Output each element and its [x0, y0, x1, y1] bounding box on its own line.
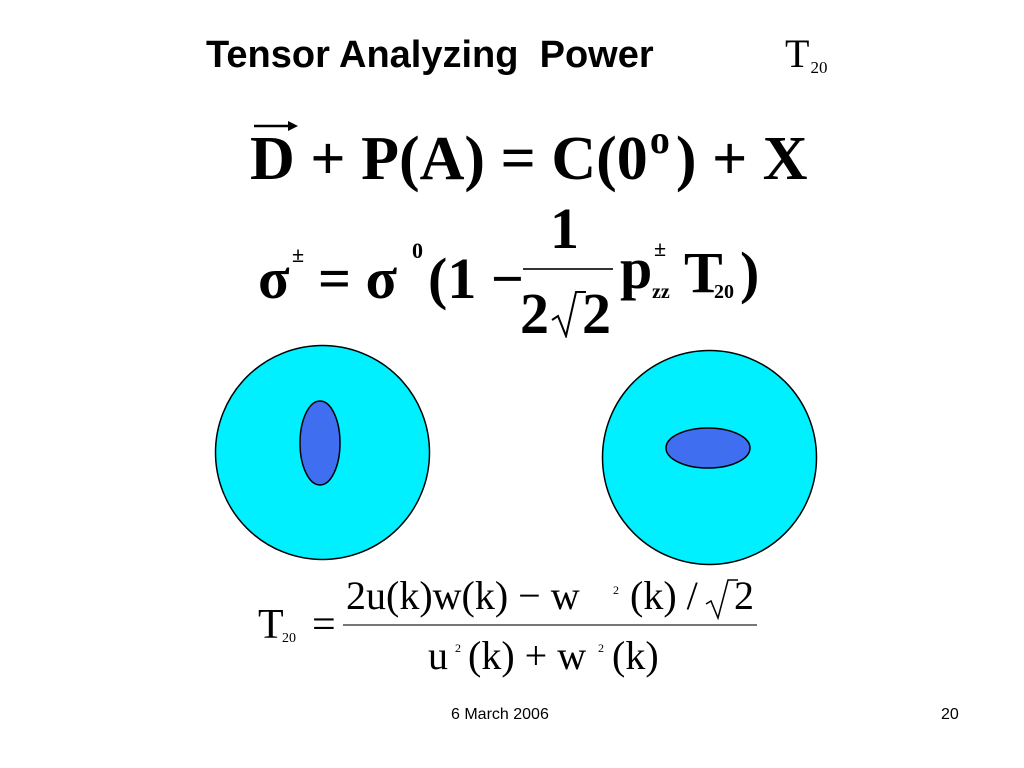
t20-den-end: (k)	[612, 633, 659, 678]
fraction-den-two: 2	[520, 281, 549, 346]
title-symbol-sub: 20	[810, 58, 828, 77]
footer-page-number: 20	[941, 706, 959, 723]
close-paren: )	[740, 240, 760, 305]
title-symbol-t20: T20	[785, 31, 828, 77]
sigma0-sup: 0	[412, 238, 423, 263]
p-symbol: p	[620, 236, 653, 301]
sphere-prolate	[214, 344, 431, 561]
sqrt-icon-formula	[705, 579, 738, 620]
t20-den-w-sup: 2	[598, 641, 604, 655]
t20-lhs: T	[258, 602, 284, 648]
p-sub: zz	[652, 281, 670, 303]
t-symbol: T	[684, 240, 723, 305]
footer-date: 6 March 2006	[451, 706, 549, 723]
fraction-bar	[523, 268, 613, 270]
prolate-ellipse	[299, 400, 341, 486]
t20-lhs-sub: 20	[282, 631, 296, 646]
reaction-equation: D + P(A) = C(0o) + X	[250, 120, 808, 193]
fraction-numerator: 1	[550, 196, 579, 261]
sigma-lhs: σ	[258, 246, 290, 311]
t20-num-part1: 2u(k)w(k) − w	[346, 573, 580, 618]
oblate-ellipse	[665, 427, 751, 469]
t20-fraction-bar	[343, 624, 757, 626]
reaction-d: D	[250, 125, 295, 193]
sigma-lhs-sup: ±	[292, 242, 305, 267]
open-paren-one-minus: (1 −	[428, 246, 524, 311]
reaction-rest: + P(A) = C(0	[310, 125, 648, 193]
sqrt-icon	[551, 291, 586, 338]
p-sup: ±	[654, 236, 667, 261]
t20-num-part2: (k) /	[630, 573, 698, 618]
reaction-degree: o	[649, 117, 670, 162]
t20-den-mid: (k) + w	[468, 633, 587, 678]
fraction-den-root: 2	[582, 281, 611, 346]
t20-num-sup: 2	[613, 583, 619, 597]
title-symbol-base: T	[785, 31, 810, 76]
t20-den-u: u	[428, 633, 448, 678]
t20-den-u-sup: 2	[455, 641, 461, 655]
reaction-tail: ) + X	[675, 125, 808, 193]
t-sub: 20	[714, 281, 734, 303]
equals-sigma: = σ	[318, 246, 398, 311]
t20-num-root: 2	[734, 573, 754, 618]
vector-arrow-icon	[254, 121, 298, 131]
t20-equals: =	[312, 602, 336, 648]
slide-title: Tensor Analyzing Power	[206, 34, 654, 76]
sphere-oblate	[601, 349, 818, 566]
